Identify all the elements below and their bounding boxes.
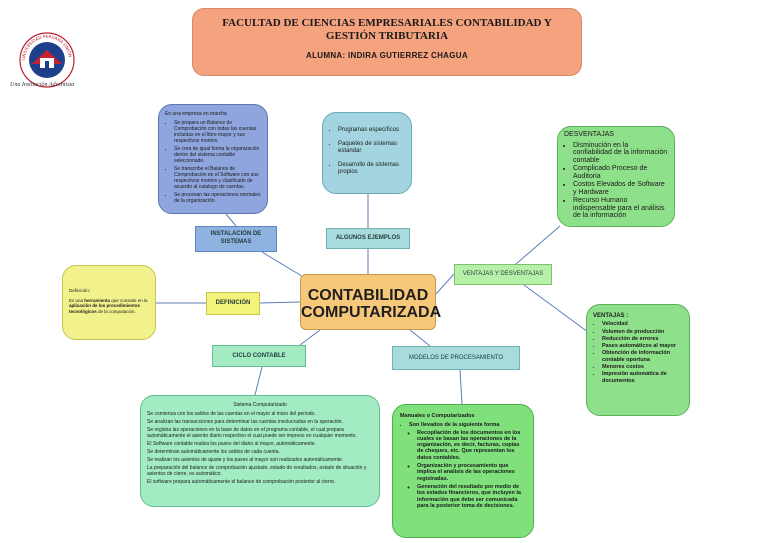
- desventaja-item: Disminución en la confiabilidad de la in…: [573, 142, 668, 165]
- instalacion-item: Se transcribe el Balance de Comprobación…: [174, 166, 261, 190]
- ciclo-step: Se realizan los asientos de ajuste y los…: [147, 457, 344, 463]
- definicion-pre: Es una: [69, 297, 85, 303]
- definicion-bold1: herramienta: [84, 297, 111, 303]
- ventaja-item: Reducción de errores: [602, 336, 683, 342]
- link-center-instalacion: [261, 251, 306, 279]
- link-modelos-box: [459, 369, 463, 405]
- ciclo-step: Se registra las operaciones en la base d…: [147, 427, 357, 439]
- instalacion-box: En una empresa en marcha Se prepara un B…: [158, 104, 268, 214]
- desventaja-item: Complicado Proceso de Auditoria: [573, 165, 668, 180]
- label-modelos: MODELOS DE PROCESAMIENTO: [392, 346, 520, 370]
- ejemplos-box: Programas específicos Paquetes de sistem…: [322, 112, 412, 194]
- modelos-heading: Manuales o Computarizados: [400, 413, 475, 419]
- ciclo-step: Se determinan automáticamente los saldos…: [147, 449, 280, 455]
- definicion-heading: Definición:: [69, 288, 91, 293]
- label-ciclo: CICLO CONTABLE: [212, 345, 306, 367]
- desventajas-heading: DESVENTAJAS: [564, 131, 615, 138]
- ejemplo-item: Programas específicos: [338, 127, 405, 134]
- ventaja-item: Volumen de producción: [602, 329, 683, 335]
- instalacion-heading: En una empresa en marcha: [165, 111, 227, 117]
- ciclo-box: Sistema Computarizado Se comienza con lo…: [140, 395, 380, 507]
- instalacion-item: Se prepara un Balance de Comprobación co…: [174, 120, 261, 144]
- modelos-item: Organización y procesamiento que implica…: [417, 463, 527, 482]
- ejemplo-item: Desarrollo de sistemas propios: [338, 162, 405, 176]
- ventaja-item: Menores costos: [602, 364, 683, 370]
- central-topic: CONTABILIDAD COMPUTARIZADA: [300, 274, 442, 330]
- link-center-ventajas: [435, 273, 455, 295]
- university-motto: Una Institución Adventista: [10, 82, 75, 88]
- label-definicion: DEFINICIÓN: [206, 292, 260, 315]
- university-logo: UNIVERSIDAD PERUANA UNIÓN: [12, 30, 82, 90]
- ventajas-heading: VENTAJAS :: [593, 313, 629, 319]
- definicion-bold2: aplicación de los procedimientos tecnoló…: [69, 303, 141, 314]
- ventaja-item: Obtención de información contable oportu…: [602, 350, 683, 363]
- desventaja-item: Recurso Humano indispensable para el aná…: [573, 197, 668, 220]
- ciclo-heading: Sistema Computarizado: [233, 402, 287, 408]
- ciclo-step: El software prepara automáticamente el b…: [147, 479, 336, 485]
- instalacion-item: Se crea de igual forma la organización d…: [174, 146, 261, 164]
- definicion-mid: que consiste en la: [110, 297, 148, 303]
- ciclo-step: Se comienza con los saldos de las cuenta…: [147, 411, 316, 417]
- page-title: FACULTAD DE CIENCIAS EMPRESARIALES CONTA…: [222, 17, 552, 42]
- ventaja-item: Impresión automática de documentos: [602, 371, 683, 384]
- central-topic-line1: CONTABILIDAD: [307, 287, 429, 304]
- instalacion-item: Se procesan las operaciones normales de …: [174, 192, 261, 204]
- ventaja-item: Velocidad: [602, 321, 683, 327]
- link-ventajas-desv: [515, 225, 561, 265]
- header-banner: FACULTAD DE CIENCIAS EMPRESARIALES CONTA…: [192, 8, 582, 76]
- definicion-text: Es una herramienta que consiste en la ap…: [69, 298, 149, 315]
- link-center-modelos: [409, 329, 431, 347]
- label-ventajas: VENTAJAS Y DESVENTAJAS: [454, 264, 552, 285]
- modelos-item: Recopilación de los documentos en los cu…: [417, 430, 527, 461]
- ventajas-box: VENTAJAS : Velocidad Volumen de producci…: [586, 304, 690, 416]
- ventaja-item: Pases automáticos al mayor: [602, 343, 683, 349]
- label-ejemplos: ALGUNOS EJEMPLOS: [326, 228, 410, 249]
- link-ventajas-vent: [523, 284, 589, 333]
- ciclo-step: Se analizan las transacciones para deter…: [147, 419, 343, 425]
- ejemplo-item: Paquetes de sistemas estandar: [338, 141, 405, 155]
- definicion-post: de la computación.: [96, 308, 136, 314]
- link-center-ciclo: [299, 329, 321, 346]
- label-instalacion: INSTALACIÓN DE SISTEMAS: [195, 226, 277, 252]
- modelos-box: Manuales o Computarizados Son llevados d…: [392, 404, 534, 538]
- link-center-definicion: [259, 301, 301, 304]
- link-instalacion-box: [225, 213, 237, 227]
- desventajas-box: DESVENTAJAS Disminución en la confiabili…: [557, 126, 675, 227]
- modelos-lead: Son llevados de la siguiente forma Recop…: [409, 422, 527, 509]
- desventaja-item: Costos Elevados de Software y Hardware: [573, 181, 668, 196]
- ciclo-step: El Software contable realiza los pases d…: [147, 441, 316, 447]
- definicion-box: Definición: Es una herramienta que consi…: [62, 265, 156, 340]
- link-ciclo-box: [254, 366, 263, 396]
- central-topic-line2: COMPUTARIZADA: [301, 304, 442, 321]
- modelos-item: Generación del resultado por medio de lo…: [417, 484, 527, 509]
- ciclo-step: La preparación del balance de comprobaci…: [147, 465, 367, 477]
- modelos-lead-text: Son llevados de la siguiente forma: [409, 422, 500, 429]
- student-name: ALUMNA: INDIRA GUTIERREZ CHAGUA: [306, 51, 468, 60]
